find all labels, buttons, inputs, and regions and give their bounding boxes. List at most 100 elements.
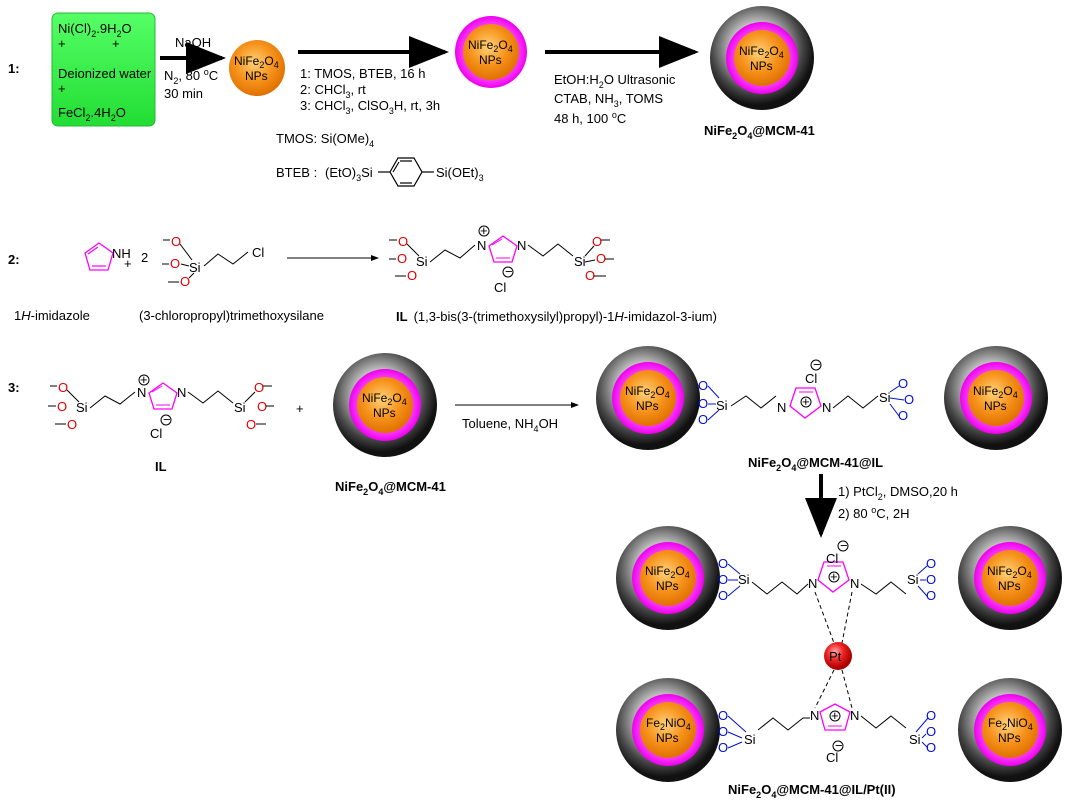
svg-text:NiFe2O4: NiFe2O4 — [739, 44, 784, 60]
svg-text:NiFe2O4: NiFe2O4 — [234, 54, 279, 70]
condition-tmos-bteb: 1: TMOS, BTEB, 16 h — [300, 66, 425, 81]
svg-text:−: − — [835, 738, 843, 753]
svg-text:O: O — [926, 572, 936, 587]
svg-text:N: N — [850, 708, 859, 723]
svg-text:O: O — [718, 556, 728, 571]
svg-text:O: O — [257, 399, 267, 414]
svg-text:Si: Si — [716, 398, 728, 413]
svg-text:+: + — [802, 394, 810, 409]
condition-naoh: NaOH — [175, 35, 211, 50]
reagent-fecl2: FeCl2.4H2O — [58, 105, 126, 123]
svg-text:Cl: Cl — [826, 551, 838, 566]
benzene-ring — [378, 157, 434, 187]
label-il-step3: IL — [155, 459, 167, 474]
svg-text:Si: Si — [416, 254, 428, 269]
condition-ctab: CTAB, NH3, TOMS — [554, 91, 663, 109]
reagent-water: Deionized water — [58, 66, 152, 81]
svg-text:O: O — [170, 256, 180, 271]
svg-text:N: N — [477, 238, 486, 253]
label-silane: (3-chloropropyl)trimethoxysilane — [139, 308, 324, 323]
svg-text:Si: Si — [744, 732, 756, 747]
svg-text:O: O — [585, 268, 595, 283]
step-2-label: 2: — [8, 252, 20, 267]
svg-text:N: N — [850, 576, 859, 591]
svg-text:NiFe2O4: NiFe2O4 — [973, 384, 1018, 400]
svg-text:O: O — [718, 572, 728, 587]
svg-text:N: N — [810, 708, 819, 723]
svg-text:Cl: Cl — [252, 245, 264, 260]
svg-text:NPs: NPs — [479, 53, 502, 67]
svg-text:Cl: Cl — [150, 426, 162, 441]
svg-text:Si: Si — [907, 572, 919, 587]
svg-text:O: O — [407, 268, 417, 283]
condition-time: 30 min — [164, 86, 203, 101]
svg-text:O: O — [171, 234, 181, 249]
reagent-nicl2: Ni(Cl)2.9H2O — [58, 21, 132, 39]
svg-text:O: O — [898, 376, 908, 391]
label-mcm41-step3: NiFe2O4@MCM-41 — [335, 479, 446, 497]
svg-text:O: O — [58, 380, 68, 395]
plus-sign: + — [58, 36, 66, 51]
svg-text:O: O — [596, 251, 606, 266]
svg-text:O: O — [698, 396, 708, 411]
svg-text:O: O — [718, 740, 728, 755]
svg-text:O: O — [398, 234, 408, 249]
svg-text:O: O — [246, 417, 256, 432]
bteb-label: BTEB : — [276, 165, 317, 180]
svg-text:Si: Si — [234, 400, 246, 415]
svg-text:O: O — [592, 234, 602, 249]
svg-text:NPs: NPs — [998, 579, 1021, 593]
product-mcm41-label: NiFe2O4@MCM-41 — [704, 123, 815, 141]
condition-toluene: Toluene, NH4OH — [462, 416, 558, 434]
svg-text:NiFe2O4: NiFe2O4 — [987, 564, 1032, 580]
svg-text:N: N — [808, 576, 817, 591]
svg-text:O: O — [926, 556, 936, 571]
svg-text:O: O — [718, 588, 728, 603]
label-mcm41-il: NiFe2O4@MCM-41@IL — [748, 455, 883, 473]
svg-text:O: O — [57, 399, 67, 414]
condition-clso3h: 3: CHCl3, ClSO3H, rt, 3h — [300, 98, 440, 116]
step-3-label: 3: — [8, 380, 20, 395]
label-final-product: NiFe2O4@MCM-41@IL/Pt(II) — [728, 782, 896, 800]
svg-text:O: O — [926, 708, 936, 723]
svg-text:NiFe2O4: NiFe2O4 — [362, 391, 407, 407]
reagent-box: Ni(Cl)2.9H2O + + Deionized water + FeCl2… — [51, 12, 156, 127]
mcm41-particle-reactant: NiFe2O4 NPs — [333, 353, 437, 457]
step-1-label: 1: — [8, 61, 20, 76]
svg-text:Si: Si — [909, 732, 921, 747]
svg-text:O: O — [397, 251, 407, 266]
svg-text:−: − — [813, 357, 821, 372]
chloropropyl-silane: O O O Si Cl — [162, 234, 264, 289]
svg-text:Cl: Cl — [826, 750, 838, 765]
bteb-right: Si(OEt)3 — [436, 165, 484, 183]
svg-text:−: − — [163, 412, 171, 427]
nife2o4-nanoparticle: NiFe2O4 NPs — [229, 40, 285, 96]
svg-text:O: O — [904, 392, 914, 407]
condition-temp: 48 h, 100 oC — [554, 110, 626, 126]
svg-text:O: O — [926, 724, 936, 739]
svg-text:NPs: NPs — [750, 59, 773, 73]
svg-text:Fe2NiO4: Fe2NiO4 — [646, 716, 691, 732]
svg-text:N: N — [777, 400, 786, 415]
svg-text:Si: Si — [879, 390, 891, 405]
svg-text:NPs: NPs — [656, 731, 679, 745]
svg-text:+: + — [480, 223, 488, 238]
svg-text:NPs: NPs — [636, 399, 659, 413]
label-imidazole: 1H-imidazole — [14, 308, 90, 323]
svg-text:N: N — [177, 385, 186, 400]
svg-text:NPs: NPs — [373, 406, 396, 420]
svg-text:NH: NH — [112, 246, 131, 261]
svg-text:O: O — [898, 408, 908, 423]
svg-text:O: O — [180, 274, 190, 289]
svg-text:NiFe2O4: NiFe2O4 — [625, 384, 670, 400]
imidazole-molecule: NH — [84, 242, 131, 271]
svg-text:O: O — [718, 724, 728, 739]
condition-ptcl2: 1) PtCl2, DMSO,20 h — [838, 484, 958, 502]
svg-text:Fe2NiO4: Fe2NiO4 — [988, 716, 1033, 732]
svg-text:NPs: NPs — [656, 579, 679, 593]
svg-text:−: − — [840, 538, 848, 553]
svg-text:NPs: NPs — [998, 731, 1021, 745]
label-ionic-liquid: IL(1,3-bis(3-(trimethoxysilyl)propyl)-1H… — [396, 309, 717, 324]
svg-text:NPs: NPs — [984, 399, 1007, 413]
